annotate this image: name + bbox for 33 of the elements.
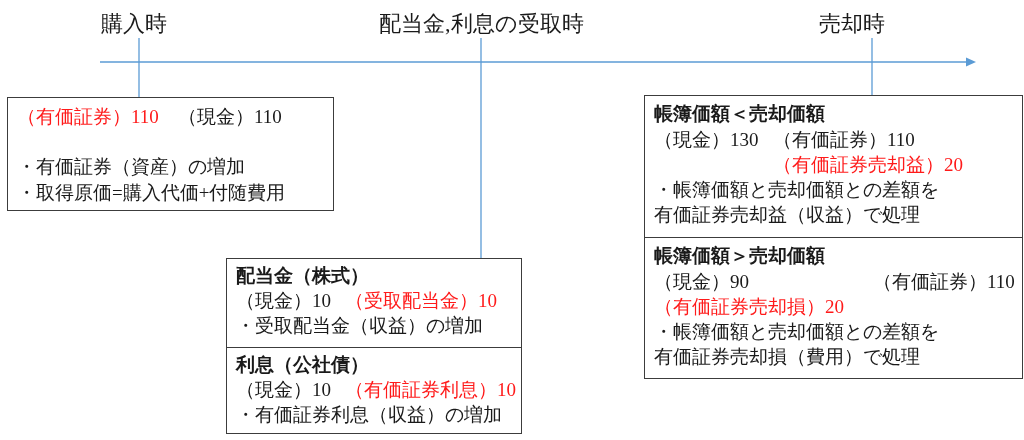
debit-entry: （現金）10	[236, 289, 331, 313]
credit-entry: （有価証券）110	[773, 128, 915, 152]
entry-box	[226, 258, 522, 348]
box-heading: 利息（公社債）	[236, 352, 369, 377]
entry-box	[644, 95, 1023, 238]
credit-entry: （受取配当金）10	[345, 289, 497, 313]
debit-entry: （現金）90	[654, 269, 749, 294]
debit-entry: （有価証券売却損）20	[654, 294, 844, 319]
credit-entry: （有価証券）110	[873, 269, 1015, 294]
note-text: ・帳簿価額と売却価額との差額を有価証券売却損（費用）で処理	[654, 319, 940, 369]
box-heading: 帳簿価額＜売却価額	[654, 102, 825, 126]
connector-line	[871, 37, 873, 96]
entry-box	[644, 236, 1023, 379]
note-text: ・有価証券（資産）の増加	[17, 155, 245, 179]
box-heading: 配当金（株式）	[236, 264, 369, 288]
credit-entry: （有価証券利息）10	[345, 377, 516, 402]
note-text: ・取得原価=購入代価+付随費用	[17, 181, 286, 205]
time-label: 購入時	[101, 10, 167, 38]
note-text: ・有価証券利息（収益）の増加	[236, 402, 502, 427]
connector-line	[480, 37, 482, 259]
debit-entry: （有価証券）110	[17, 105, 159, 129]
time-label: 売却時	[819, 10, 885, 38]
note-text: ・帳簿価額と売却価額との差額を有価証券売却益（収益）で処理	[654, 178, 940, 227]
credit-entry: （現金）110	[178, 105, 282, 129]
note-text: ・受取配当金（収益）の増加	[236, 314, 483, 338]
box-heading: 帳簿価額＞売却価額	[654, 243, 825, 268]
credit-entry: （有価証券売却益）20	[773, 153, 963, 177]
entry-box	[226, 346, 522, 434]
entry-box	[7, 97, 334, 211]
debit-entry: （現金）130	[654, 128, 759, 152]
time-label: 配当金,利息の受取時	[379, 10, 584, 38]
connector-line	[138, 37, 140, 98]
debit-entry: （現金）10	[236, 377, 331, 402]
